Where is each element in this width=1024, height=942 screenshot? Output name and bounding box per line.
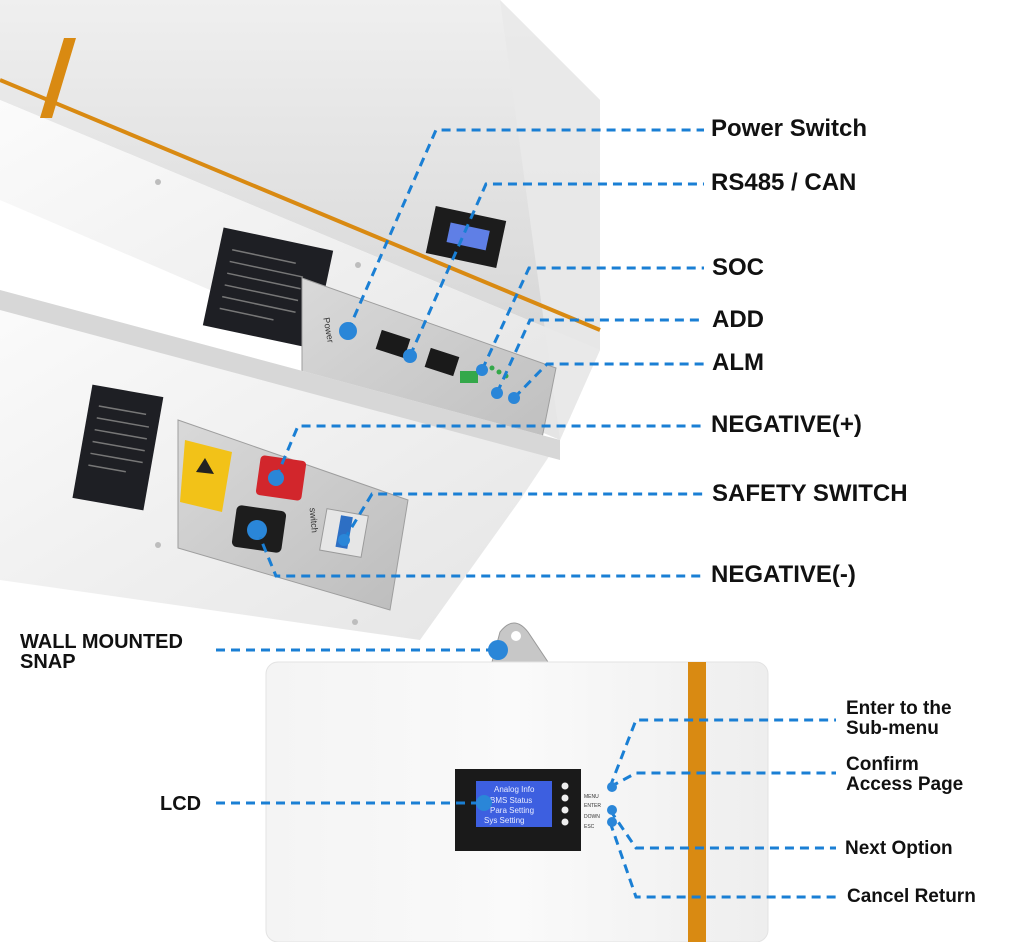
- panel-switch-text: switch: [308, 507, 320, 533]
- callout-alm: [512, 362, 704, 400]
- lcd-line-4: Sys Setting: [484, 816, 524, 825]
- enter-button: [561, 794, 569, 802]
- label-rs485-can: RS485 / CAN: [711, 169, 857, 196]
- bottom-battery-unit: Analog Info BMS Status Para Setting Sys …: [265, 622, 769, 942]
- label-enter-sub-menu-line1: Enter to the: [846, 698, 952, 719]
- label-confirm-line2: Access Page: [846, 774, 964, 795]
- callout-negative-plus: [274, 424, 704, 479]
- lcd-line-2: BMS Status: [490, 796, 532, 805]
- callout-cancel-return: [608, 821, 836, 899]
- label-add: ADD: [712, 306, 764, 333]
- menu-button: [561, 782, 569, 790]
- front-orange-stripe: [688, 662, 706, 942]
- label-next-option: Next Option: [845, 838, 953, 859]
- label-lcd: LCD: [160, 793, 202, 815]
- add-dip-switch: [460, 371, 478, 383]
- menu-button-label: MENU: [584, 794, 599, 800]
- label-cancel-return: Cancel Return: [847, 886, 976, 907]
- electric-shock-sticker: [180, 440, 232, 512]
- callout-enter-sub-menu: [608, 718, 836, 788]
- callout-next-option: [608, 809, 836, 850]
- lcd-line-3: Para Setting: [490, 806, 534, 815]
- middle-battery-unit: switch: [0, 290, 560, 640]
- esc-button-label: ESC: [584, 824, 595, 830]
- label-negative-plus: NEGATIVE(+): [711, 411, 862, 438]
- orange-stripe: [0, 78, 601, 332]
- label-safety-switch: SAFETY SWITCH: [712, 480, 908, 507]
- callout-add: [495, 318, 704, 394]
- rs485-port: [375, 329, 411, 359]
- callout-rs485-can: [408, 182, 704, 357]
- label-negative-minus: NEGATIVE(-): [711, 561, 856, 588]
- lcd-line-1: Analog Info: [494, 785, 535, 794]
- can-port: [424, 347, 460, 377]
- panel-power-text: Power: [321, 317, 335, 344]
- callout-dots: [249, 323, 617, 827]
- orange-stripe-accent: [40, 38, 76, 118]
- upper-battery-unit: Power: [0, 0, 601, 469]
- upper-warning-label: [202, 227, 334, 349]
- callout-power-switch: [346, 128, 704, 332]
- label-enter-sub-menu-line2: Sub-menu: [846, 718, 939, 739]
- label-soc: SOC: [712, 254, 765, 281]
- enter-button-label: ENTER: [584, 803, 601, 809]
- callout-safety-switch: [342, 492, 704, 541]
- label-confirm-line1: Confirm: [846, 754, 919, 775]
- callout-negative-minus: [255, 529, 704, 578]
- esc-button: [561, 818, 569, 826]
- down-button-label: DOWN: [584, 814, 600, 820]
- callout-lines: [216, 128, 836, 899]
- middle-terminal-panel: [177, 419, 409, 611]
- label-alm: ALM: [712, 349, 764, 376]
- middle-warning-label: [72, 384, 164, 511]
- label-wall-mounted-line2: SNAP: [20, 651, 76, 673]
- callout-soc: [480, 266, 704, 371]
- down-button: [561, 806, 569, 814]
- label-power-switch: Power Switch: [711, 115, 868, 142]
- label-wall-mounted-line1: WALL MOUNTED: [20, 631, 183, 653]
